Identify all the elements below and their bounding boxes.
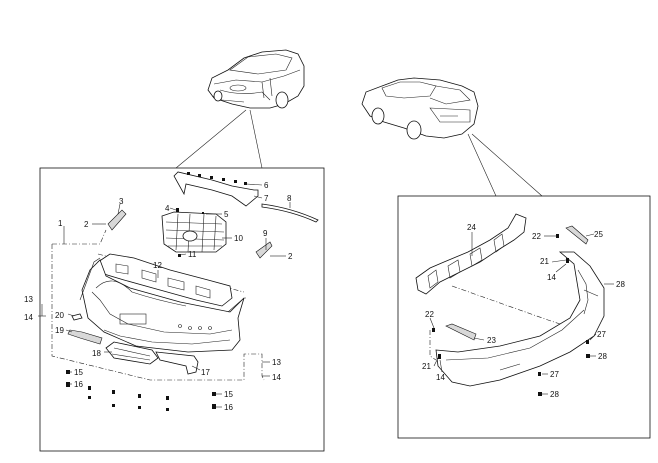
callout-7: 7 <box>264 194 269 203</box>
callout-28-bottom: 28 <box>550 390 559 399</box>
front-clip-4 <box>176 208 179 212</box>
callout-3: 3 <box>119 197 124 206</box>
callout-17: 17 <box>201 368 210 377</box>
front-molding-8 <box>261 203 319 223</box>
callout-23: 23 <box>487 336 496 345</box>
rear-pointer-line-right <box>471 133 543 197</box>
callout-11: 11 <box>188 250 197 259</box>
callout-8: 8 <box>287 194 292 203</box>
rear-car-illustration <box>361 77 479 140</box>
rear-bracket-23 <box>445 323 477 341</box>
callout-21-bottom: 21 <box>422 362 431 371</box>
callout-21-top: 21 <box>540 257 549 266</box>
callout-5: 5 <box>224 210 229 219</box>
front-clip-5 <box>202 212 204 214</box>
front-fog-trim-19 <box>67 329 103 345</box>
callout-15-right: 15 <box>224 390 233 399</box>
front-fasteners <box>66 370 216 411</box>
callout-14-left: 14 <box>24 313 33 322</box>
front-right-bracket-9 <box>255 241 273 259</box>
callout-27-bottom: 27 <box>550 370 559 379</box>
front-absorber-12 <box>97 253 233 307</box>
callout-13-right: 13 <box>272 358 281 367</box>
front-lower-grille-18 <box>105 341 159 365</box>
callout-13-left: 13 <box>24 295 33 304</box>
rear-absorber-24 <box>415 213 527 295</box>
callout-1: 1 <box>58 219 63 228</box>
callout-15-left: 15 <box>74 368 83 377</box>
front-pointer-line-right <box>249 109 263 169</box>
front-grille-10 <box>161 211 227 253</box>
callout-14-right: 14 <box>272 373 281 382</box>
front-bumper-cover-1 <box>81 259 245 353</box>
callout-18: 18 <box>92 349 101 358</box>
rear-pointer-line-left <box>467 133 497 197</box>
front-pointer-line-left <box>175 109 247 169</box>
callout-28-main: 28 <box>616 280 625 289</box>
front-clip-11 <box>178 254 181 257</box>
rear-callout-labels: 24 22 25 21 14 28 22 23 27 28 21 14 27 2… <box>422 223 625 399</box>
rear-bumper-cover-28 <box>435 251 605 387</box>
callout-12: 12 <box>153 261 162 270</box>
callout-28-right: 28 <box>598 352 607 361</box>
callout-27-right: 27 <box>597 330 606 339</box>
front-leader-lines <box>38 183 291 408</box>
rear-leader-lines <box>429 232 614 395</box>
callout-25: 25 <box>594 230 603 239</box>
front-fog-trim-17 <box>155 351 199 375</box>
front-bumper-frame <box>39 167 325 452</box>
callout-22-bottom: 22 <box>425 310 434 319</box>
callout-4: 4 <box>165 204 170 213</box>
callout-19: 19 <box>55 326 64 335</box>
callout-10: 10 <box>234 234 243 243</box>
callout-2-right: 2 <box>288 252 293 261</box>
callout-6: 6 <box>264 181 269 190</box>
callout-22-top: 22 <box>532 232 541 241</box>
rear-fasteners <box>432 234 590 396</box>
front-callout-labels: 1 2 3 4 5 6 7 8 9 10 2 11 12 13 14 20 19… <box>24 181 293 412</box>
callout-9: 9 <box>263 229 268 238</box>
callout-16-left: 16 <box>74 380 83 389</box>
front-car-illustration <box>207 49 305 109</box>
front-screws-6 <box>187 172 247 185</box>
front-left-bracket-3 <box>107 209 127 231</box>
callout-2-left: 2 <box>84 220 89 229</box>
front-part-20 <box>71 313 83 321</box>
callout-14-rear-bottom: 14 <box>436 373 445 382</box>
callout-14-rear: 14 <box>547 273 556 282</box>
rear-bumper-frame <box>397 195 651 439</box>
callout-20: 20 <box>55 311 64 320</box>
rear-bracket-25 <box>565 225 589 245</box>
callout-24: 24 <box>467 223 476 232</box>
callout-16-right: 16 <box>224 403 233 412</box>
front-upper-trim-7 <box>173 171 259 207</box>
